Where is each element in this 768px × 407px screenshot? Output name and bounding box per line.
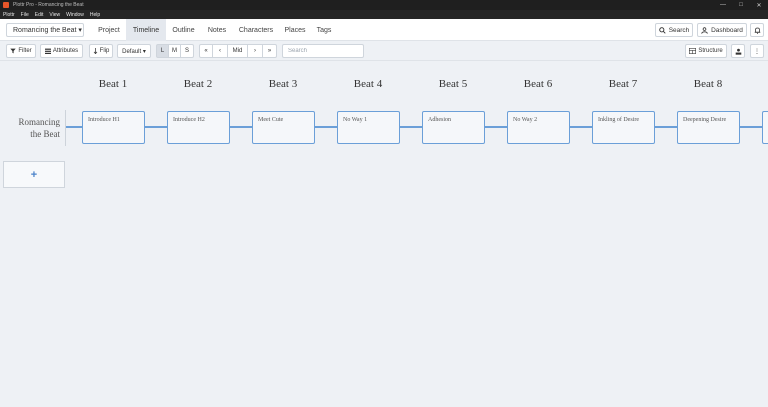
timeline-search-input[interactable]: [282, 44, 364, 58]
scene-card[interactable]: Introduce H2: [167, 111, 230, 144]
notifications-button[interactable]: [750, 23, 764, 37]
tab-tags[interactable]: Tags: [316, 26, 332, 34]
beat-header-6[interactable]: Beat 6: [523, 78, 553, 90]
filter-icon: [10, 48, 17, 54]
plotline-name[interactable]: Romancing the Beat: [18, 117, 61, 139]
beat-header-5[interactable]: Beat 5: [438, 78, 468, 90]
menu-file[interactable]: File: [20, 11, 29, 18]
scene-card[interactable]: No Way 2: [507, 111, 570, 144]
scroll-next-button[interactable]: ›: [247, 44, 263, 58]
export-button[interactable]: [731, 44, 745, 58]
structure-icon: [689, 48, 697, 54]
filter-button-label: Filter: [18, 48, 32, 54]
scroll-middle-button[interactable]: Mid: [227, 44, 248, 58]
card-connector: [485, 126, 507, 128]
list-icon: [44, 48, 51, 54]
structure-button-label: Structure: [698, 48, 723, 54]
add-plotline-button[interactable]: +: [3, 161, 65, 188]
attributes-button[interactable]: Attributes: [40, 44, 83, 58]
plotline-divider: [65, 110, 66, 146]
card-connector: [740, 126, 764, 128]
menu-window[interactable]: Window: [66, 11, 84, 18]
size-small-button[interactable]: S: [180, 44, 194, 58]
user-icon: [701, 26, 708, 34]
card-connector: [400, 126, 422, 128]
nav-bar: Romancing the Beat ▾ Project Timeline Ou…: [0, 19, 768, 41]
beat-header-7[interactable]: Beat 7: [608, 78, 638, 90]
tab-timeline[interactable]: Timeline: [126, 19, 166, 41]
search-button[interactable]: Search: [655, 23, 693, 37]
structure-button[interactable]: Structure: [685, 44, 727, 58]
tab-notes[interactable]: Notes: [207, 26, 227, 34]
attributes-button-label: Attributes: [52, 48, 79, 54]
card-connector: [145, 126, 167, 128]
card-connector: [315, 126, 337, 128]
search-icon: [658, 26, 666, 34]
beat-header-3[interactable]: Beat 3: [268, 78, 298, 90]
flip-icon: [93, 48, 97, 54]
menu-view[interactable]: View: [49, 11, 61, 18]
project-select[interactable]: Romancing the Beat ▾: [6, 23, 84, 37]
flip-button-label: Flip: [99, 48, 110, 54]
scene-card[interactable]: Deepening Desire: [677, 111, 740, 144]
person-upload-icon: [735, 48, 741, 55]
timeline-toolbar: Filter Attributes Flip Default ▾ L M S «…: [0, 41, 768, 61]
menu-plottr[interactable]: Plottr: [3, 11, 15, 18]
tab-characters[interactable]: Characters: [238, 26, 274, 34]
scene-card[interactable]: Inkling of Desire: [592, 111, 655, 144]
menu-edit[interactable]: Edit: [34, 11, 44, 18]
card-connector: [570, 126, 592, 128]
card-connector: [66, 126, 82, 128]
scene-card[interactable]: Adhesion: [422, 111, 485, 144]
scroll-prev-button[interactable]: ‹: [212, 44, 228, 58]
tab-places[interactable]: Places: [284, 26, 306, 34]
card-connector: [655, 126, 677, 128]
dashboard-button-label: Dashboard: [711, 26, 743, 34]
scene-card[interactable]: Introduce H1: [82, 111, 145, 144]
close-button[interactable]: ✕: [756, 2, 762, 9]
scroll-last-button[interactable]: »: [262, 44, 277, 58]
tab-project[interactable]: Project: [98, 26, 120, 34]
scene-card-partial[interactable]: [762, 111, 768, 144]
title-bar: Plottr Pro - Romancing the Beat — □ ✕: [0, 0, 768, 10]
minimize-button[interactable]: —: [720, 2, 726, 8]
beat-header-2[interactable]: Beat 2: [183, 78, 213, 90]
default-view-select[interactable]: Default ▾: [117, 44, 151, 58]
flip-button[interactable]: Flip: [89, 44, 113, 58]
menu-help[interactable]: Help: [89, 11, 101, 18]
more-options-button[interactable]: ⋮: [750, 44, 764, 58]
beat-header-1[interactable]: Beat 1: [98, 78, 128, 90]
dashboard-button[interactable]: Dashboard: [697, 23, 747, 37]
plottr-logo-icon: [3, 2, 9, 8]
beat-header-8[interactable]: Beat 8: [693, 78, 723, 90]
maximize-button[interactable]: □: [739, 2, 743, 8]
filter-button[interactable]: Filter: [6, 44, 36, 58]
window-title: Plottr Pro - Romancing the Beat: [13, 2, 84, 8]
window-controls: — □ ✕: [714, 0, 768, 10]
bell-icon: [754, 27, 760, 34]
search-button-label: Search: [668, 26, 690, 34]
beat-header-4[interactable]: Beat 4: [353, 78, 383, 90]
card-connector: [230, 126, 252, 128]
tab-outline[interactable]: Outline: [172, 26, 195, 34]
scroll-first-button[interactable]: «: [199, 44, 213, 58]
scene-card[interactable]: Meet Cute: [252, 111, 315, 144]
scene-card[interactable]: No Way 1: [337, 111, 400, 144]
menu-bar: Plottr File Edit View Window Help: [0, 10, 768, 19]
